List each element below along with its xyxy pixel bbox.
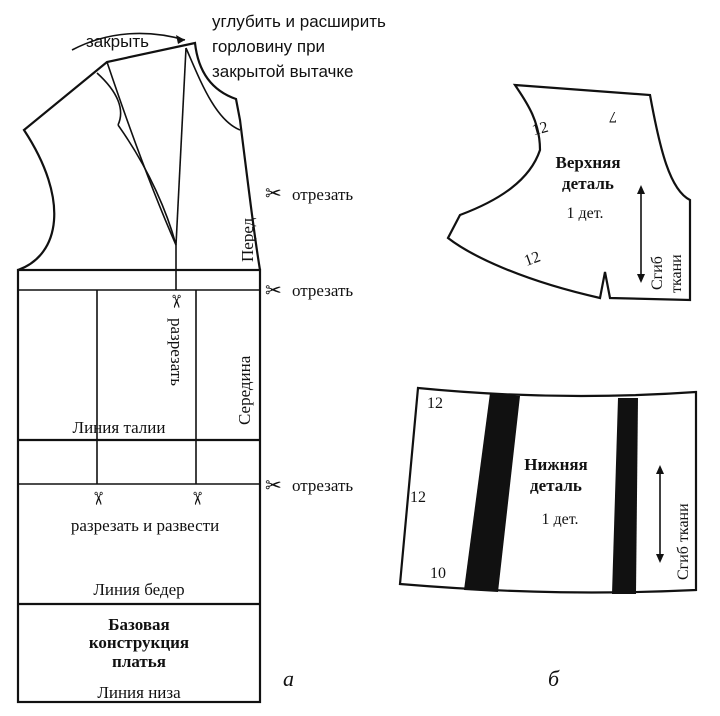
lower-title-1: Нижняя — [524, 455, 588, 474]
skirt-frame — [16, 268, 262, 704]
upper-number-2: 12 — [522, 248, 543, 269]
upper-number-3: 7 — [609, 108, 617, 125]
neckline-inner — [96, 72, 122, 126]
cut-off-label-1: отрезать — [292, 185, 353, 204]
neckline-note-2: горловину при — [212, 37, 325, 56]
scissors-icon: ✂ — [265, 280, 282, 302]
caption-b: б — [548, 666, 560, 691]
upper-fold-2: ткани — [668, 254, 685, 293]
bodice-outline — [17, 41, 262, 272]
arrow-up-icon — [656, 465, 664, 474]
lower-count: 1 дет. — [541, 511, 578, 528]
lower-number-2: 12 — [410, 489, 426, 506]
title-line-1: Базовая — [108, 615, 169, 634]
dart-right — [175, 47, 187, 246]
middle-label: Середина — [235, 355, 254, 425]
scissors-icon: ✂ — [88, 491, 108, 506]
cut-off-label-3: отрезать — [292, 476, 353, 495]
lower-number-1: 12 — [427, 395, 443, 412]
scissors-icon: ✂ — [265, 183, 282, 205]
lapel-line — [117, 124, 177, 246]
close-arrow — [71, 32, 186, 51]
cut-spread-label: разрезать и развести — [71, 516, 219, 535]
upper-title-1: Верхняя — [555, 153, 620, 172]
arrow-up-icon — [637, 185, 645, 194]
arrow-down-icon — [637, 274, 645, 283]
cut-label: разрезать — [167, 318, 186, 386]
front-label: Перед — [238, 217, 257, 262]
scissors-icon: ✂ — [265, 475, 282, 497]
title-line-3: платья — [112, 652, 166, 671]
dart-left — [106, 61, 177, 246]
lower-fold: Сгиб ткани — [675, 503, 692, 580]
upper-number-1: 12 — [530, 119, 550, 140]
lower-title-2: деталь — [530, 476, 582, 495]
arrow-down-icon — [656, 554, 664, 563]
waist-label: Линия талии — [73, 418, 166, 437]
lower-number-3: 10 — [430, 565, 446, 582]
neckline-right — [185, 47, 241, 131]
base-dress-pattern: ✂ ✂ ✂ ✂ ✂ ✂ закрыть углубить и расширить… — [16, 12, 386, 704]
hem-label: Линия низа — [97, 683, 181, 702]
upper-fold-1: Сгиб — [649, 256, 666, 290]
upper-title-2: деталь — [562, 174, 614, 193]
upper-piece: 12 12 7 Верхняя деталь 1 дет. Сгиб ткани — [446, 83, 692, 302]
caption-a: а — [283, 666, 294, 691]
scissors-icon: ✂ — [166, 294, 186, 309]
scissors-icon: ✂ — [187, 491, 207, 506]
close-label: закрыть — [86, 32, 149, 51]
upper-piece-outline — [446, 83, 692, 302]
stripe-right — [612, 398, 638, 594]
close-arrowhead — [176, 35, 185, 44]
title-line-2: конструкция — [89, 633, 189, 652]
hips-label: Линия бедер — [93, 580, 184, 599]
neckline-note-1: углубить и расширить — [212, 12, 386, 31]
upper-count: 1 дет. — [566, 205, 603, 222]
lower-piece: 12 12 10 Нижняя деталь 1 дет. Сгиб ткани… — [398, 386, 698, 691]
stripe-left — [464, 393, 520, 592]
cut-off-label-2: отрезать — [292, 281, 353, 300]
neckline-note-3: закрытой вытачке — [212, 62, 354, 81]
